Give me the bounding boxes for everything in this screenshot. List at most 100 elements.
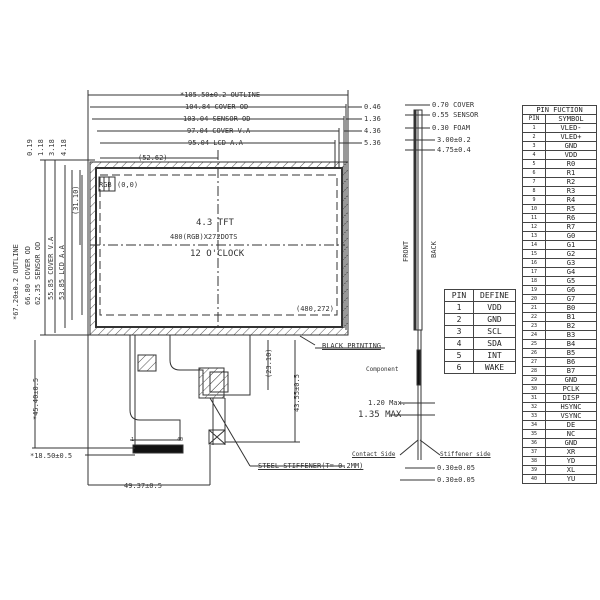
display-title: 4.3 TFT: [196, 218, 234, 228]
pin-number: 23: [522, 321, 546, 331]
pin-symbol: B6: [545, 357, 597, 367]
offset-lcd-aa: 5.36: [364, 139, 381, 147]
header-symbol: SYMBOL: [545, 114, 597, 124]
pin-symbol: R4: [545, 195, 597, 205]
black-printing-label: BLACK PRINTING: [322, 342, 382, 350]
dim-outline-width: *105.50±0.2 OUTLINE: [180, 91, 261, 99]
pin-define: INT: [473, 349, 516, 362]
pin-symbol: XL: [545, 465, 597, 475]
max-height-1: 1.20 Max.: [368, 399, 406, 407]
pin-number: 32: [522, 402, 546, 412]
pin-symbol: B5: [545, 348, 597, 358]
offset-cover-od-h: 1.18: [37, 139, 45, 156]
pin-number: 15: [522, 249, 546, 259]
pin-number: 22: [522, 312, 546, 322]
pin-number: 3: [444, 325, 474, 338]
pin-number: 30: [522, 384, 546, 394]
pin-symbol: R6: [545, 213, 597, 223]
pin-number: 29: [522, 375, 546, 385]
pin-number: 19: [522, 285, 546, 295]
origin-coord: (0,0): [117, 181, 139, 189]
pin-table-title: PIN FUCTION: [522, 105, 597, 115]
pin-number: 28: [522, 366, 546, 376]
layer-foam: 0.30 FOAM: [432, 124, 470, 132]
pin-symbol: DE: [545, 420, 597, 430]
layer-sensor: 0.55 SENSOR: [432, 111, 479, 119]
tail-inner-dim: (23.10): [265, 348, 273, 378]
pin-number: 25: [522, 339, 546, 349]
fpc-pin40-label: 40: [177, 437, 184, 443]
offset-sensor-od: 1.36: [364, 115, 381, 123]
pin-number: 5: [444, 349, 474, 362]
pin-symbol: GND: [545, 438, 597, 448]
pin-symbol: R3: [545, 186, 597, 196]
resolution: 480(RGB)X272DOTS: [170, 233, 238, 241]
pin-number: 36: [522, 438, 546, 448]
pin-number: 40: [522, 474, 546, 484]
pin-define: GND: [473, 313, 516, 326]
layer-cover: 0.70 COVER: [432, 101, 475, 109]
thickness-2: 0.30±0.05: [437, 476, 475, 484]
pin-number: 13: [522, 231, 546, 241]
pin-number: 14: [522, 240, 546, 250]
dim-sensor-od-width: 103.04 SENSOR OD: [183, 115, 251, 123]
pin-symbol: B0: [545, 303, 597, 313]
pin-define: SDA: [473, 337, 516, 350]
pin-number: 16: [522, 258, 546, 268]
pin-symbol: G7: [545, 294, 597, 304]
dim-cover-va-height: 55.85 COVER V.A: [47, 236, 55, 300]
stiffener-side-label: Stiffener side: [440, 451, 491, 458]
pin-number: 4: [444, 337, 474, 350]
pin-number: 35: [522, 429, 546, 439]
fpc-position-dim: 49.37±0.5: [124, 482, 162, 490]
pin-number: 20: [522, 294, 546, 304]
pin-symbol: R5: [545, 204, 597, 214]
pin-symbol: G5: [545, 276, 597, 286]
dim-sensor-od-height: 62.35 SENSOR OD: [34, 241, 42, 305]
pin-number: 37: [522, 447, 546, 457]
thickness-1: 0.30±0.05: [437, 464, 475, 472]
pin-number: 17: [522, 267, 546, 277]
contact-side-label: Contact Side: [352, 451, 396, 458]
pin-number: 21: [522, 303, 546, 313]
pin-symbol: PCLK: [545, 384, 597, 394]
pin-symbol: B2: [545, 321, 597, 331]
pin-number: 1: [444, 301, 474, 314]
pin-number: 3: [522, 141, 546, 151]
component-label: Component: [366, 366, 399, 373]
pin-number: 33: [522, 411, 546, 421]
pin-number: 18: [522, 276, 546, 286]
pin-number: 10: [522, 204, 546, 214]
dim-cover-od-height: 66.80 COVER OD: [24, 245, 32, 305]
pin-symbol: B7: [545, 366, 597, 376]
pin-define: VDD: [473, 301, 516, 314]
fpc-length-dim: *45.40±0.5: [32, 377, 40, 420]
pin-symbol: VLED-: [545, 123, 597, 133]
offset-cover-va-h: 4.18: [60, 139, 68, 156]
pin-symbol: HSYNC: [545, 402, 597, 412]
front-label: FRONT: [402, 240, 410, 262]
header-pin: PIN: [522, 114, 546, 124]
